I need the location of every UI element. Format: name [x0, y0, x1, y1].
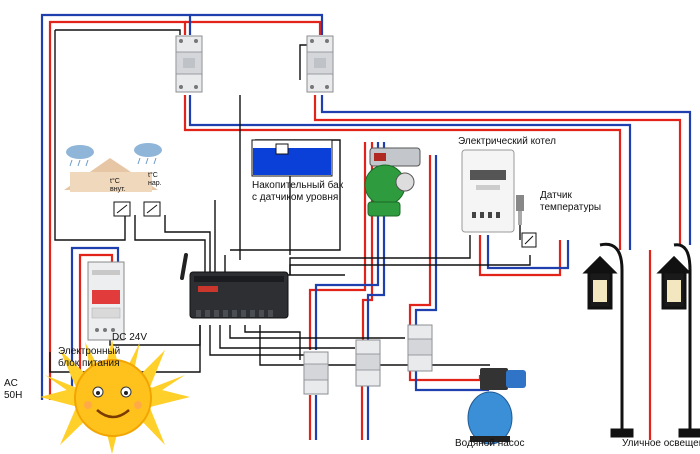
breaker-icon — [303, 351, 329, 395]
breaker-icon — [306, 35, 334, 93]
power-unit-label: Электронный блок питания — [58, 346, 121, 369]
boiler-label: Электрический котел — [458, 136, 556, 147]
red-wires — [48, 20, 682, 440]
dc-voltage-label: DC 24V — [112, 332, 148, 343]
temp-outside-label: t°C нар. — [148, 172, 162, 187]
tank-label: Накопительный бак с датчиком уровня — [252, 180, 344, 203]
house-icon — [64, 143, 162, 192]
lamp-icon — [656, 243, 700, 438]
relay-icon — [113, 201, 161, 217]
ac-label: AC 50H — [4, 378, 23, 401]
sensor-label: Датчик температуры — [540, 190, 602, 213]
power-supply-icon — [87, 261, 125, 341]
breaker-icon — [355, 339, 381, 387]
water-pump-icon — [467, 368, 526, 445]
lamp-icon — [582, 242, 634, 438]
breaker-icon — [407, 324, 433, 372]
boiler-icon — [461, 149, 515, 233]
breaker-icon — [175, 35, 203, 93]
tank-icon — [251, 139, 333, 177]
street-light-label: Уличное освещение — [622, 438, 700, 449]
pump-icon — [364, 147, 421, 217]
pump-label: Водяной насос — [455, 438, 525, 449]
temperature-sensor-icon — [516, 195, 537, 248]
sun-icon — [40, 340, 190, 454]
temp-inside-label: t°C внут. — [110, 178, 126, 193]
controller-icon — [180, 253, 289, 319]
